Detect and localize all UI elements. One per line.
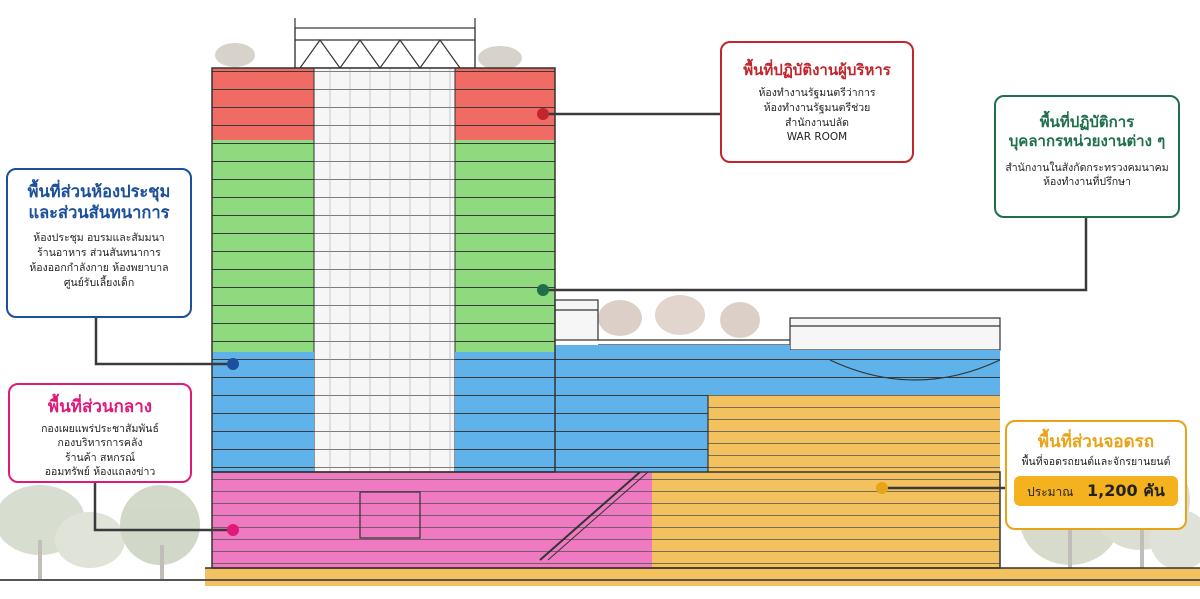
central-items: กองเผยแพร่ประชาสัมพันธ์ กองบริหารการคลัง…: [10, 422, 190, 479]
marker-operations: [537, 284, 549, 296]
callout-parking: พื้นที่ส่วนจอดรถ พื้นที่จอดรถยนต์และจักร…: [1005, 420, 1187, 530]
meeting-title-line2: และส่วนสันทนาการ: [28, 202, 170, 222]
parking-title: พื้นที่ส่วนจอดรถ: [1037, 432, 1155, 452]
operations-item: สำนักงานในสังกัดกระทรวงคมนาคม: [1005, 161, 1169, 174]
operations-item: ห้องทำงานที่ปรึกษา: [1043, 176, 1131, 189]
operations-title-line2: บุคลากรหน่วยงานต่าง ๆ: [1008, 131, 1166, 150]
meeting-item: ศูนย์รับเลี้ยงเด็ก: [63, 276, 135, 289]
executive-title: พื้นที่ปฏิบัติงานผู้บริหาร: [743, 61, 891, 79]
meeting-items: ห้องประชุม อบรมและสัมมนา ร้านอาหาร ส่วนส…: [8, 231, 190, 291]
rooftop-crown: [294, 18, 476, 70]
marker-central: [227, 524, 239, 536]
central-title: พื้นที่ส่วนกลาง: [47, 397, 153, 417]
executive-item: ห้องทำงานรัฐมนตรีว่าการ: [758, 86, 876, 99]
executive-item: สำนักงานปลัด: [785, 116, 849, 129]
central-item: กองเผยแพร่ประชาสัมพันธ์: [41, 423, 159, 436]
meeting-item: ร้านอาหาร ส่วนสันทนาการ: [37, 247, 161, 260]
meeting-item: ห้องประชุม อบรมและสัมมนา: [33, 232, 165, 245]
executive-item: WAR ROOM: [786, 131, 848, 144]
callout-executive: พื้นที่ปฏิบัติงานผู้บริหาร ห้องทำงานรัฐม…: [720, 41, 914, 163]
parking-subtitle: พื้นที่จอดรถยนต์และจักรยานยนต์: [1021, 456, 1171, 469]
marker-parking: [876, 482, 888, 494]
marker-meeting: [227, 358, 239, 370]
tower-core: [313, 67, 456, 473]
ground-line: [205, 568, 1200, 586]
parking-capacity-value: 1,200 คัน: [1087, 481, 1165, 501]
meeting-item: ห้องออกกำลังกาย ห้องพยาบาล: [29, 262, 169, 275]
podium-roof-structure: [554, 299, 1001, 351]
central-item: ร้านค้า สหกรณ์: [64, 451, 136, 464]
marker-executive: [537, 108, 549, 120]
parking-capacity-badge: ประมาณ 1,200 คัน: [1014, 476, 1178, 507]
operations-title-line1: พื้นที่ปฏิบัติการ: [1039, 113, 1135, 131]
meeting-title-line1: พื้นที่ส่วนห้องประชุม: [27, 182, 171, 201]
central-item: กองบริหารการคลัง: [57, 437, 143, 450]
callout-operations: พื้นที่ปฏิบัติการ บุคลากรหน่วยงานต่าง ๆ …: [994, 95, 1180, 218]
parking-capacity-prefix: ประมาณ: [1027, 485, 1074, 500]
callout-central: พื้นที่ส่วนกลาง กองเผยแพร่ประชาสัมพันธ์ …: [8, 383, 192, 483]
executive-items: ห้องทำงานรัฐมนตรีว่าการ ห้องทำงานรัฐมนตร…: [722, 86, 912, 146]
central-item: ออมทรัพย์ ห้องแถลงข่าว: [44, 465, 156, 478]
leader-lines: [93, 112, 1088, 532]
executive-item: ห้องทำงานรัฐมนตรีช่วย: [763, 101, 871, 114]
operations-items: สำนักงานในสังกัดกระทรวงคมนาคม ห้องทำงานท…: [996, 161, 1178, 191]
callout-meeting: พื้นที่ส่วนห้องประชุม และส่วนสันทนาการ ห…: [6, 168, 192, 318]
